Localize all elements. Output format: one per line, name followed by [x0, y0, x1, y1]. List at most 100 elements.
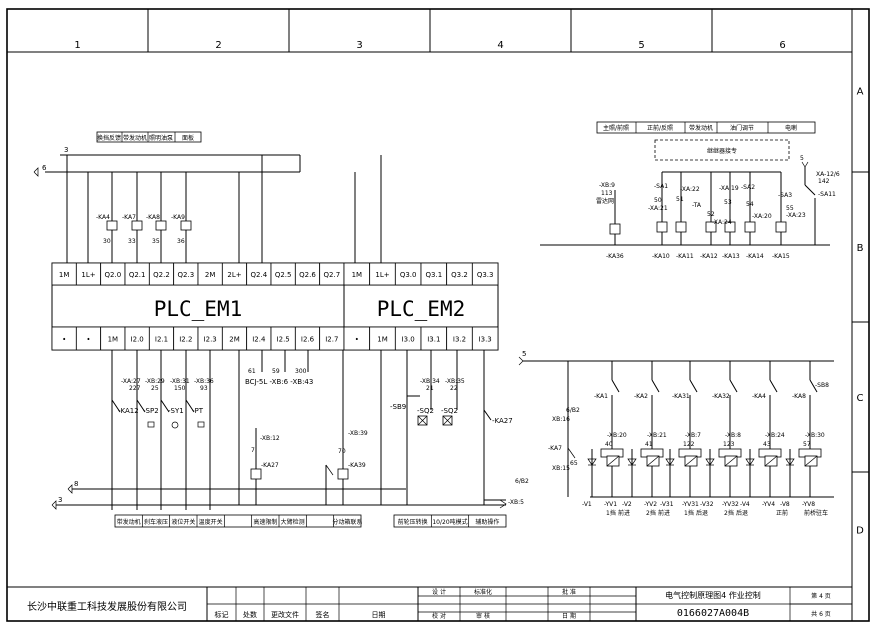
row-label-A: A [857, 87, 864, 98]
ka39-xb: -XB:39 [348, 430, 368, 437]
diode-icon [665, 458, 675, 466]
label-throttle: 油门调节 [730, 124, 754, 132]
drawing-number: 0166027A004B [677, 608, 749, 619]
label-engine: 带发动机 [123, 134, 147, 142]
valve-side-xb: XB:16 [552, 416, 570, 423]
level-switch-icon [171, 421, 179, 429]
em2-dev-sq2a: -SQ2 [417, 407, 434, 415]
item-sa2-sub: 54 [746, 201, 754, 208]
terminal-label: 2M [205, 271, 216, 279]
column-dividers [147, 9, 713, 52]
valve-group-sub: 驻车 [816, 509, 828, 517]
valve-side-xb2: XB:15 [552, 465, 570, 472]
pressure-switch-icon [147, 421, 155, 428]
item-xa22: -XA:22 [680, 186, 700, 193]
row-label-B: B [857, 243, 864, 254]
item-xb9-desc: 雷达网 [596, 197, 614, 205]
relay-ka8-tag: -KA8 [146, 214, 160, 221]
label-main-light: 主照/前照 [603, 124, 629, 132]
valve-coil-tag: -YV1 [604, 501, 617, 508]
relay-group-top-left: -KA4 -KA7 -KA8 -KA9 30 33 35 36 [96, 172, 192, 263]
label-engine-right: 带发动机 [689, 124, 713, 132]
drawing-title: 电气控制原理图4 作业控制 [665, 590, 761, 600]
top-left-label-strip: 换挡反馈 带发动机 照明油泵 面板 [96, 131, 202, 143]
valve-group-sub: 前进 [618, 509, 630, 517]
em1-in-xb31-sub: 150 [174, 385, 186, 392]
terminal-label: I2.5 [277, 336, 290, 344]
bottom-label-left: 大臂检测 [281, 518, 305, 526]
tb-approve: 批 准 [562, 588, 576, 596]
em2-in-xb34: -XB:34 [420, 378, 440, 385]
bottom-label-right: 10/20吨模式 [432, 518, 467, 526]
terminal-label: 2L+ [227, 271, 241, 279]
coil-ka10: -KA10 [652, 253, 670, 260]
terminal-label: I2.4 [252, 336, 266, 344]
valve-num: 41 [645, 441, 653, 448]
relay-ka7-tag: -KA7 [122, 214, 136, 221]
valve-group: 前桥 [804, 509, 816, 517]
rev-cell-label: 更改文件 [271, 610, 299, 619]
temperature-switch-icon [197, 421, 205, 428]
item-xb9-sub: 113 [601, 190, 613, 197]
em1-in-xa27-sub: 227 [129, 385, 141, 392]
item-sa1: -SA1 [654, 183, 668, 190]
row-dividers [852, 171, 869, 473]
terminal-label: Q3.0 [400, 271, 417, 279]
item-xb9: -XB:9 [599, 182, 615, 189]
em2-dev-sb9: -SB9 [390, 403, 406, 411]
contact-label: -KA32 [712, 393, 730, 400]
terminal-label: Q3.3 [477, 271, 494, 279]
contact-4 [769, 379, 778, 393]
terminal-label: Q2.3 [178, 271, 195, 279]
terminal-label: Q2.1 [129, 271, 146, 279]
em2-dev-ka27: -KA27 [492, 417, 513, 425]
item-sa1-sub: 50 [654, 197, 662, 204]
terminal-label: 2M [229, 336, 240, 344]
valve-group-sub: 后退 [736, 509, 748, 517]
item-sa3-sub: 55 [786, 205, 794, 212]
valve-coil-tag: -YV8 [802, 501, 815, 508]
bottom-label-right: 辅助操作 [475, 518, 499, 526]
em1-in-xb36-sub: 93 [200, 385, 208, 392]
solenoid-slash [684, 455, 698, 467]
terminal-label: I3.0 [402, 336, 415, 344]
wire-5-top-label: 5 [800, 155, 804, 162]
wire-6-label: 6 [42, 164, 47, 172]
diode-icon [627, 458, 637, 466]
em1-in-xa27: -XA:27 [121, 378, 141, 385]
terminal-label: • [86, 336, 90, 344]
item-sa11: -SA11 [818, 191, 836, 198]
relay-ka8-num: 35 [152, 238, 160, 245]
ka39-n: 70 [338, 448, 346, 455]
rev-cell-label: 签名 [316, 610, 330, 619]
terminal-label: • [355, 336, 359, 344]
relay-ka9-tag: -KA9 [171, 214, 185, 221]
valve-group: 2挡 [724, 509, 734, 517]
label-lighting-pump: 照明油泵 [149, 134, 173, 142]
label-forward-reverse: 正前/反照 [647, 124, 673, 132]
valve-side-ref: 6/B2 [566, 407, 580, 414]
bottom-label-left: 高速限制 [253, 518, 277, 526]
coil-ka15: -KA15 [772, 253, 790, 260]
ref-6-b2: 6/B2 [515, 478, 529, 485]
valve-xb: -XB:8 [725, 432, 741, 439]
coil-ka14: -KA14 [746, 253, 764, 260]
diode-icon [705, 458, 715, 466]
item-sa3: -SA3 [778, 192, 792, 199]
solenoid-slash [764, 455, 778, 467]
em1-n59: 59 [272, 368, 280, 375]
diode-icon [785, 458, 795, 466]
rev-cell-label: 处数 [243, 610, 257, 619]
terminal-label: I2.2 [179, 336, 192, 344]
relay-ka4-num: 30 [103, 238, 111, 245]
em1-n300: 300 [295, 368, 307, 375]
ka39-tag: -KA39 [348, 462, 366, 469]
label-panel: 面板 [182, 134, 194, 142]
contact-label: -KA4 [752, 393, 766, 400]
contact-0 [611, 379, 620, 393]
em1-in-xb29: -XB:29 [145, 378, 165, 385]
tb-design: 设 计 [432, 588, 446, 596]
bottom-label-left: 液位开关 [171, 518, 195, 526]
